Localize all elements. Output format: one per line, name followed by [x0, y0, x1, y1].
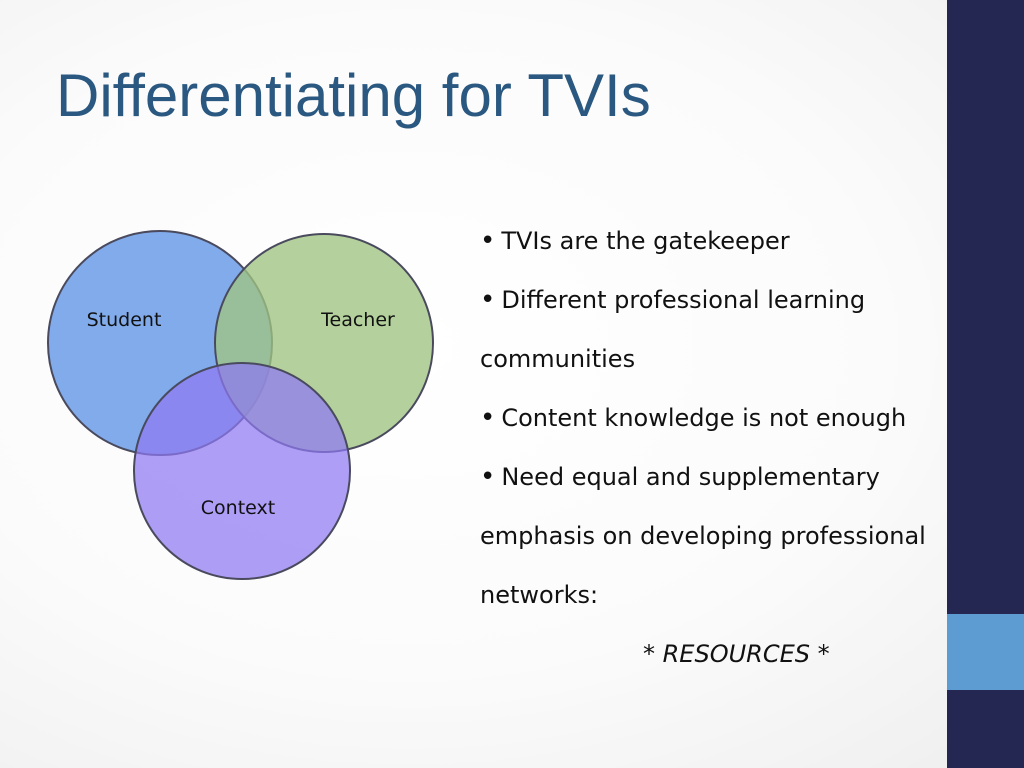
slide-title: Differentiating for TVIs	[56, 62, 651, 129]
bullet-text: emphasis on developing professional	[480, 522, 926, 550]
bullet-item: •Need equal and supplementary	[480, 448, 1000, 507]
bullet-list: •TVIs are the gatekeeper •Different prof…	[480, 212, 1000, 684]
resources-line: * RESOURCES *	[480, 625, 1000, 684]
bullet-item: •Different professional learning	[480, 271, 1000, 330]
bullet-text: Need equal and supplementary	[501, 463, 880, 491]
bullet-item: •Content knowledge is not enough	[480, 389, 1000, 448]
bullet-item: •TVIs are the gatekeeper	[480, 212, 1000, 271]
bullet-text: communities	[480, 345, 636, 373]
bullet-dot: •	[480, 285, 496, 315]
bullet-dot: •	[480, 403, 496, 433]
venn-circle-context	[133, 362, 351, 580]
venn-label-student: Student	[87, 309, 162, 331]
bullet-dot: •	[480, 462, 496, 492]
resources-text: * RESOURCES *	[643, 640, 830, 668]
bullet-text: TVIs are the gatekeeper	[501, 227, 790, 255]
side-accent-block	[947, 614, 1024, 690]
bullet-continuation: emphasis on developing professional	[480, 507, 1000, 566]
venn-label-teacher: Teacher	[320, 309, 395, 331]
bullet-text: networks:	[480, 581, 599, 609]
bullet-dot: •	[480, 226, 496, 256]
bullet-text: Content knowledge is not enough	[501, 404, 907, 432]
bullet-continuation: communities	[480, 330, 1000, 389]
bullet-continuation: networks:	[480, 566, 1000, 625]
venn-label-context: Context	[201, 497, 275, 519]
bullet-text: Different professional learning	[501, 286, 866, 314]
venn-diagram: Student Teacher Context	[47, 230, 434, 580]
